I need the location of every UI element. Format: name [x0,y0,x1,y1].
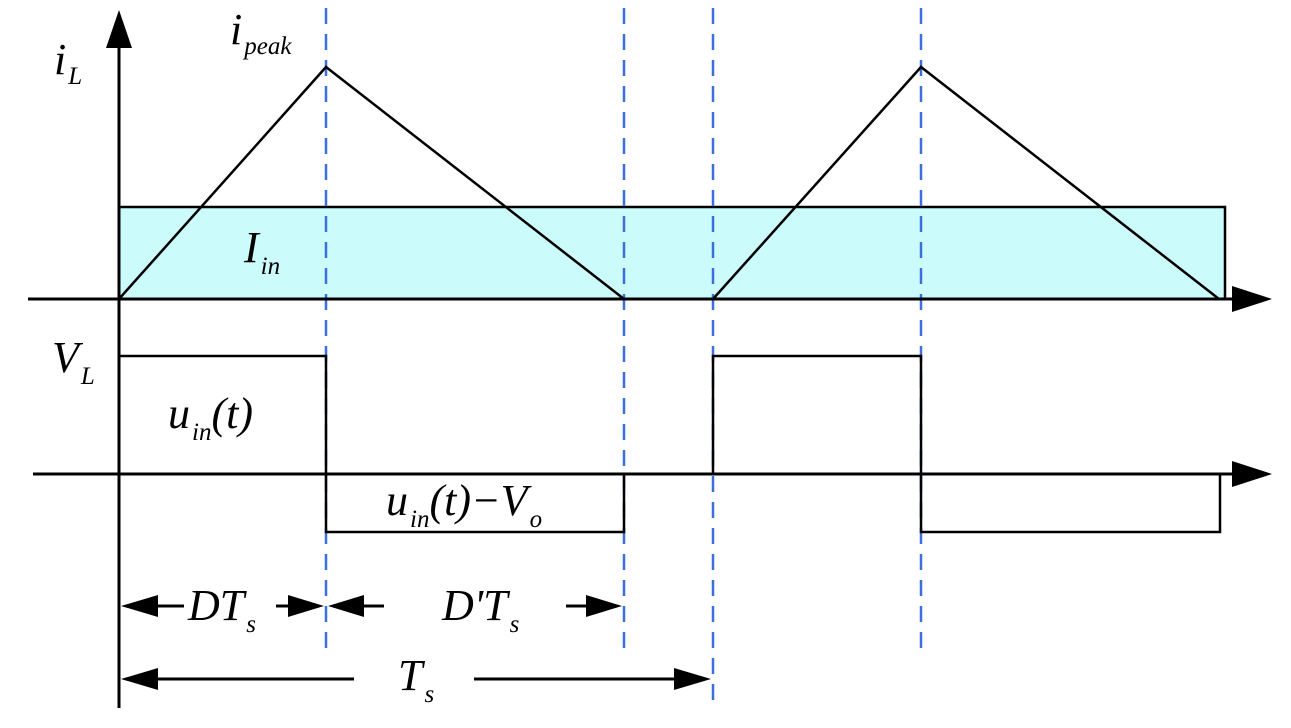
peak-current-label: ipeak [230,5,292,60]
switching-period-label: Ts [398,651,434,708]
d-prime-t-s-dimension [328,595,622,617]
voltage-time-axis-arrowhead [1232,461,1272,487]
input-minus-output-voltage-label: uin(t)−Vo [386,476,542,533]
inductor-current-waveform-2 [712,65,1220,300]
d-prime-t-s-right-arrowhead [586,595,622,617]
dt-s-left-arrowhead [121,595,158,617]
inductor-voltage-axis-label: VL [52,333,95,390]
input-current-label: Iin [243,223,280,280]
axes [28,10,1272,708]
off-interval-label: D'Ts [441,581,519,638]
dt-s-dimension [121,595,324,617]
input-voltage-label: uin(t) [168,389,253,446]
input-current-band [117,205,1227,301]
inductor-voltage-waveform-1 [119,354,626,534]
inductor-current-waveform-1 [118,65,625,300]
t-s-dimension [121,668,711,690]
inductor-current-axis-label: iL [54,35,82,90]
duty-interval-label: DTs [187,581,256,638]
d-prime-t-s-left-arrowhead [328,595,364,617]
switching-instant-guides [324,8,923,708]
t-s-right-arrowhead [674,668,711,690]
dt-s-right-arrowhead [288,595,324,617]
vertical-axis-arrowhead [106,10,132,48]
inductor-voltage-waveform-2 [711,354,1222,534]
current-time-axis-arrowhead [1232,286,1272,312]
t-s-left-arrowhead [121,668,158,690]
